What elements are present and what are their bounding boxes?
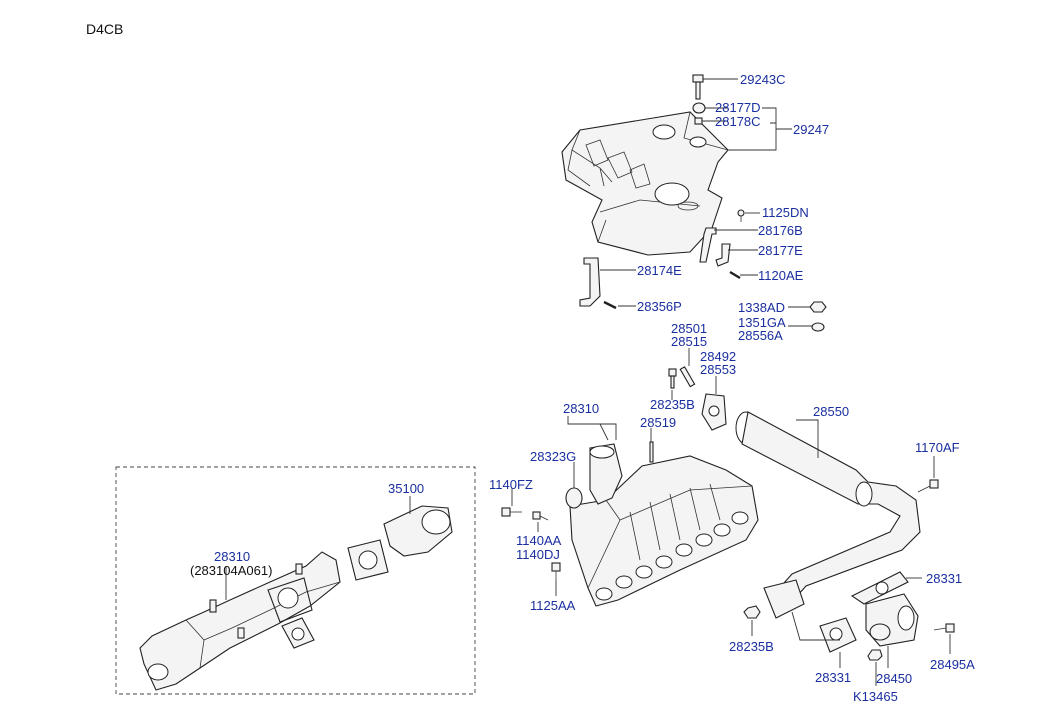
label-28310-inset[interactable]: 28310 [214, 549, 251, 564]
label-28550[interactable]: 28550 [813, 404, 850, 419]
bolt-1140aa-icon [532, 511, 549, 521]
stud-28519-icon [649, 441, 654, 463]
label-1170af[interactable]: 1170AF [915, 440, 960, 455]
gasket-28331-bottom-icon [819, 617, 857, 653]
bolt-29243c-icon [692, 74, 704, 100]
label-1351ga[interactable]: 1351GA [738, 315, 786, 330]
label-28515[interactable]: 28515 [671, 334, 708, 349]
inset-flange [281, 617, 315, 649]
label-28178c[interactable]: 28178C [715, 114, 761, 129]
label-28235b-bottom[interactable]: 28235B [729, 639, 774, 654]
label-28310-main[interactable]: 28310 [563, 401, 600, 416]
bolt-1170af-icon [917, 479, 939, 493]
label-35100[interactable]: 35100 [388, 481, 425, 496]
bolt-28235b-top-icon [668, 368, 677, 389]
label-28323g[interactable]: 28323G [530, 449, 577, 464]
washer-1351ga-icon [811, 322, 825, 332]
label-1125aa[interactable]: 1125AA [530, 598, 576, 613]
label-28174e[interactable]: 28174E [637, 263, 682, 278]
label-28556a[interactable]: 28556A [738, 328, 783, 343]
label-283104a061[interactable]: (283104A061) [190, 563, 273, 578]
bolt-1125dn-icon [737, 209, 745, 222]
bolt-28356p-icon [603, 300, 617, 310]
grommet-28177d-icon [692, 102, 706, 114]
label-1120ae[interactable]: 1120AE [758, 268, 804, 283]
collar-28178c-icon [694, 117, 703, 125]
label-28450[interactable]: 28450 [876, 671, 913, 686]
label-1338ad[interactable]: 1338AD [738, 300, 785, 315]
inset-manifold-28310 [139, 551, 341, 691]
bolt-28235b-bottom-icon [743, 605, 761, 619]
bracket-28177e-icon [715, 243, 731, 267]
bolt-1140fz-icon [501, 507, 522, 517]
sensor-28323g-icon [565, 487, 583, 509]
thermostat-housing-35100 [383, 505, 453, 557]
label-28177e[interactable]: 28177E [758, 243, 803, 258]
label-28177d[interactable]: 28177D [715, 100, 761, 115]
label-28176b[interactable]: 28176B [758, 223, 803, 238]
label-1125dn[interactable]: 1125DN [762, 205, 809, 220]
label-1140dj[interactable]: 1140DJ [516, 547, 560, 562]
label-28331-right[interactable]: 28331 [926, 571, 963, 586]
egr-valve-28450 [865, 593, 919, 647]
engine-code: D4CB [86, 21, 124, 37]
label-29243c[interactable]: 29243C [740, 72, 786, 87]
nut-1338ad-icon [809, 301, 827, 313]
bracket-28176b-icon [699, 227, 717, 263]
bracket-28174e-icon [579, 257, 601, 307]
bolt-1120ae-icon [729, 270, 741, 280]
label-28501[interactable]: 28501 [671, 321, 708, 336]
label-1140fz[interactable]: 1140FZ [489, 477, 533, 492]
label-28492[interactable]: 28492 [700, 349, 737, 364]
label-28519[interactable]: 28519 [640, 415, 677, 430]
label-28495a[interactable]: 28495A [930, 657, 975, 672]
label-1140aa[interactable]: 1140AA [516, 533, 562, 548]
gasket-28492-icon [701, 393, 727, 431]
label-28331-bottom[interactable]: 28331 [815, 670, 852, 685]
nut-k13465-icon [867, 649, 883, 661]
label-28553[interactable]: 28553 [700, 362, 737, 377]
stud-28515-icon [679, 366, 696, 388]
inset-gasket [347, 539, 389, 581]
label-28235b-top[interactable]: 28235B [650, 397, 695, 412]
flange-lower [763, 579, 805, 619]
throttle-inlet [589, 443, 623, 505]
label-k13465[interactable]: K13465 [853, 689, 898, 704]
intake-manifold [569, 455, 759, 607]
label-29247[interactable]: 29247 [793, 122, 830, 137]
inset-frame [115, 466, 476, 695]
label-28356p[interactable]: 28356P [637, 299, 682, 314]
gasket-28331-right-icon [850, 571, 909, 605]
bolt-28495a-icon [933, 623, 955, 633]
engine-cover [561, 111, 729, 256]
bolt-1125aa-icon [551, 562, 561, 580]
